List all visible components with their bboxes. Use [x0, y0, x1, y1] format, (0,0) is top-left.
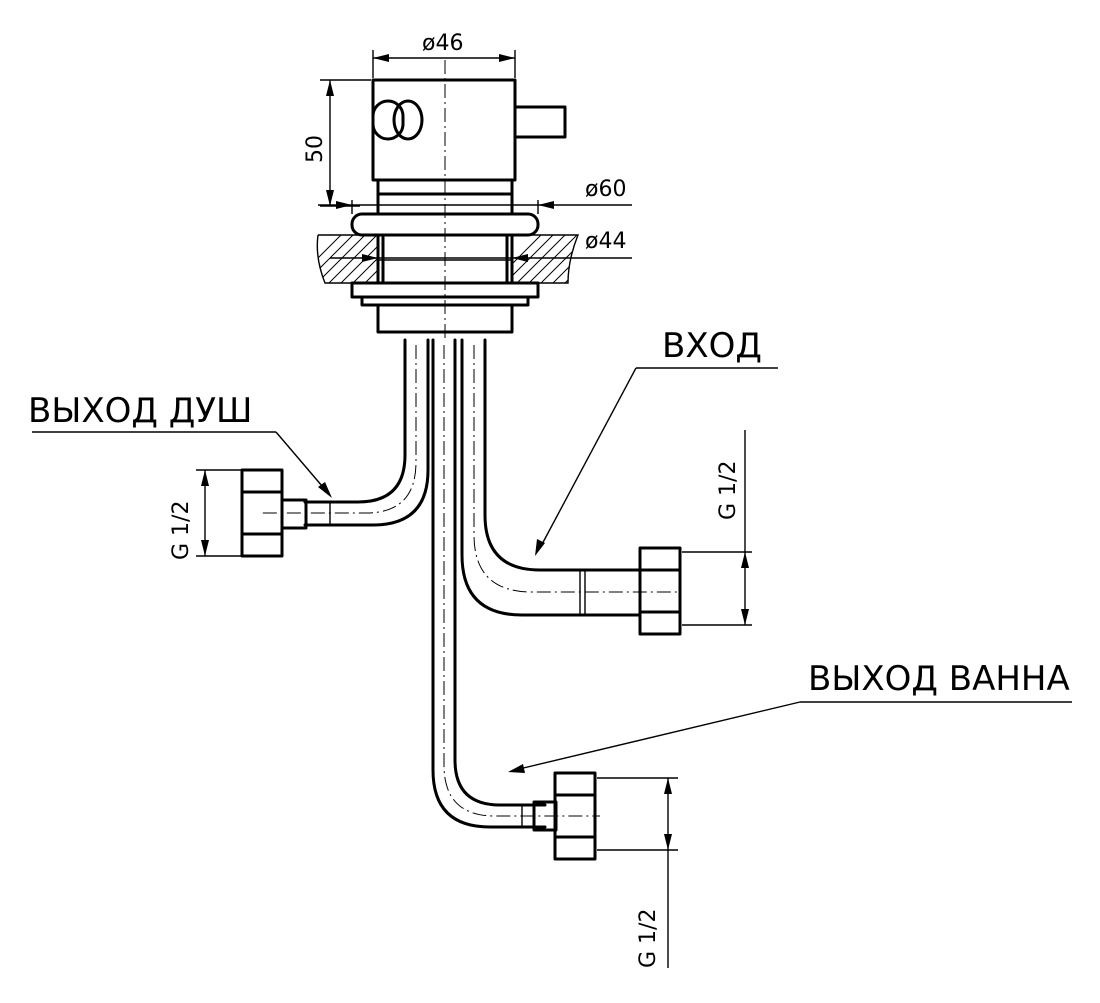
dim-thread-shower: G 1/2	[169, 469, 242, 560]
label-bath-outlet: ВЫХОД ВАННА	[808, 659, 1070, 699]
dim-thread-bath-text: G 1/2	[636, 909, 661, 968]
dim-mount-hole-diameter: ø44	[330, 229, 632, 262]
mixer-body	[350, 60, 567, 340]
dim-thread-shower-text: G 1/2	[169, 501, 194, 560]
hose-bath-outlet	[431, 338, 600, 861]
dim-thread-inlet-text: G 1/2	[716, 461, 741, 520]
dim-mount-hole-diameter-text: ø44	[585, 229, 626, 254]
dim-thread-inlet: G 1/2	[682, 430, 752, 626]
callout-inlet: ВХОД	[535, 326, 778, 556]
label-shower-outlet: ВЫХОД ДУШ	[28, 391, 252, 431]
hose-inlet	[460, 338, 682, 636]
dim-thread-bath: G 1/2	[597, 777, 678, 968]
label-inlet: ВХОД	[662, 326, 762, 366]
hose-shower-outlet	[240, 338, 430, 558]
dim-flange-diameter: ø60	[318, 177, 632, 214]
countertop-section	[316, 234, 580, 284]
dim-body-height: 50	[303, 79, 371, 207]
callout-bath-outlet: ВЫХОД ВАННА	[508, 659, 1072, 773]
lever-knob	[371, 99, 405, 141]
dim-body-diameter: ø46	[372, 31, 516, 78]
nut-bath	[553, 771, 597, 861]
dim-flange-diameter-text: ø60	[585, 177, 626, 202]
callout-shower-outlet: ВЫХОД ДУШ	[28, 391, 332, 498]
dim-body-height-text: 50	[303, 135, 328, 163]
nut-shower	[240, 468, 284, 558]
dim-body-diameter-text: ø46	[422, 31, 463, 56]
nut-inlet	[638, 546, 682, 636]
